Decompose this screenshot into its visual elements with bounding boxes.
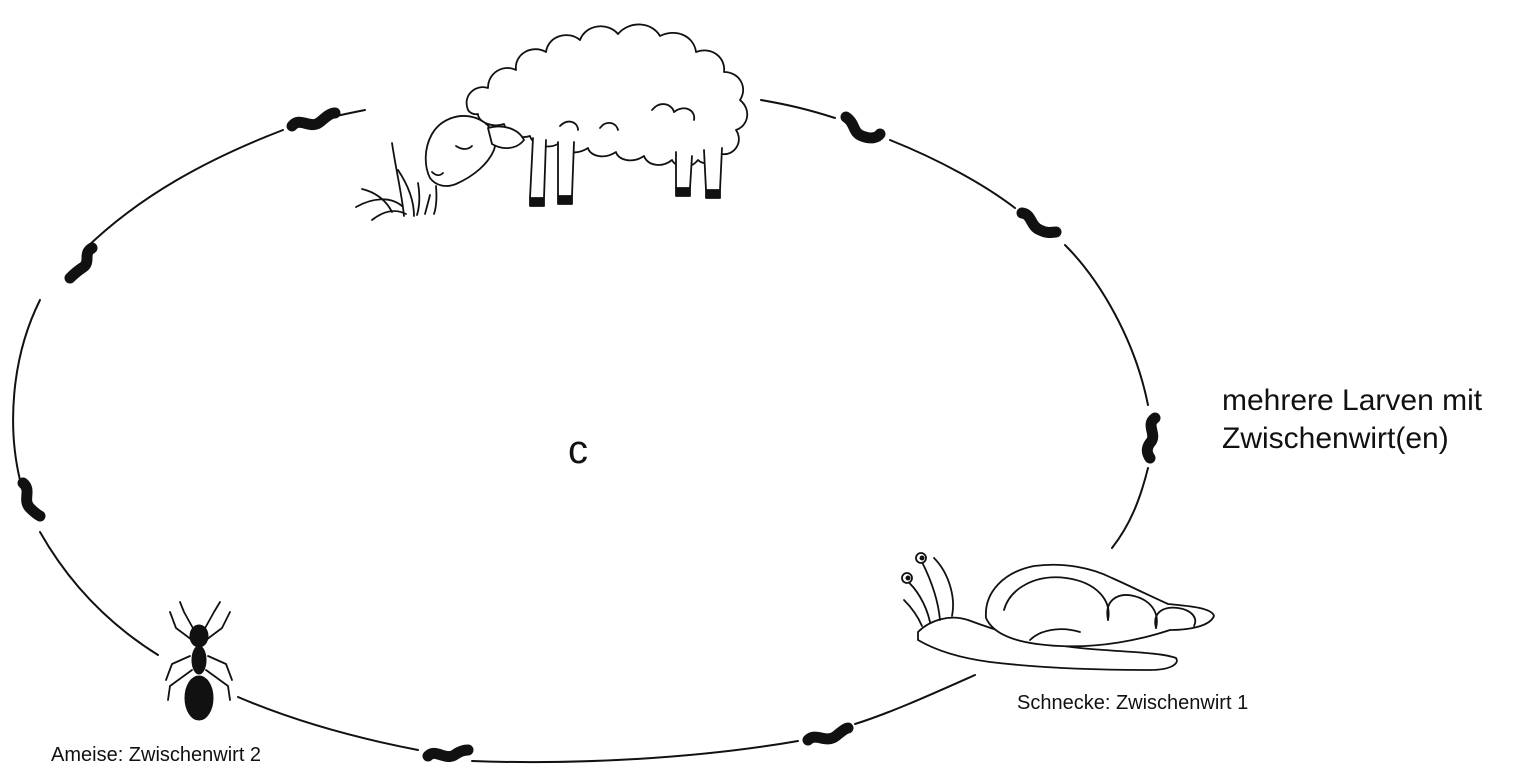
diagram-center-letter: c <box>568 428 588 473</box>
larva-icon <box>1147 418 1155 458</box>
grass-icon <box>356 143 436 220</box>
larva-icon <box>428 750 468 757</box>
larva-icon <box>808 728 848 740</box>
sheep-icon <box>426 24 748 206</box>
side-title-line-1: mehrere Larven mit <box>1222 382 1482 420</box>
ant-icon <box>166 602 232 720</box>
side-title-line-2: Zwischenwirt(en) <box>1222 420 1482 458</box>
larva-icon <box>23 483 40 516</box>
diagram-side-title: mehrere Larven mit Zwischenwirt(en) <box>1222 382 1482 458</box>
larva-icon <box>1022 213 1056 233</box>
larva-icon <box>292 113 335 126</box>
larva-icon <box>846 117 880 138</box>
snail-host-label: Schnecke: Zwischenwirt 1 <box>1017 692 1248 715</box>
larva-icon <box>70 248 92 278</box>
ant-host-label: Ameise: Zwischenwirt 2 <box>51 744 261 767</box>
snail-icon <box>902 553 1214 670</box>
